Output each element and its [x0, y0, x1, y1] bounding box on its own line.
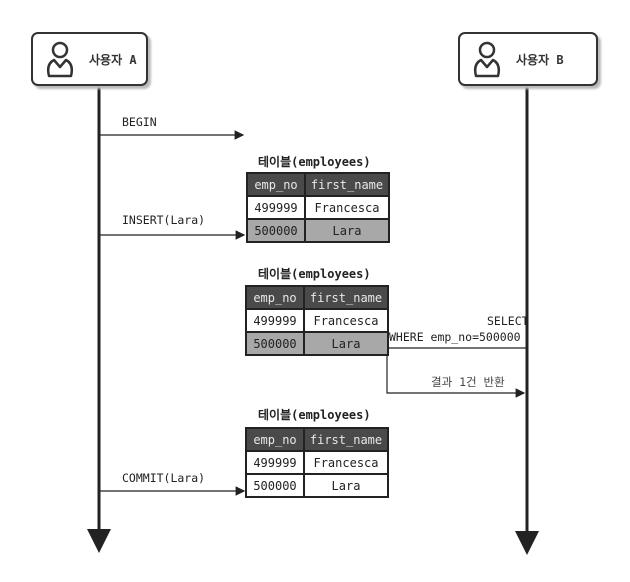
table-row: 499999 Francesca: [245, 308, 389, 333]
table-cell: Francesca: [303, 450, 389, 475]
employees-table-after-commit: emp_no first_name 499999 Francesca 50000…: [245, 427, 389, 498]
table-caption: 테이블(employees): [258, 408, 371, 422]
header-cell: emp_no: [245, 285, 305, 310]
employees-table-after-insert: emp_no first_name 499999 Francesca 50000…: [246, 172, 390, 243]
table-cell: 500000: [245, 473, 305, 498]
table-cell: 499999: [245, 450, 305, 475]
actor-label: 사용자 B: [516, 53, 564, 67]
table-row-highlighted: 500000 Lara: [246, 218, 390, 243]
select-link: [386, 348, 526, 398]
actor-label: 사용자 A: [89, 53, 137, 67]
select-label-line1: SELECT: [487, 314, 529, 328]
table-row: 499999 Francesca: [246, 195, 390, 220]
select-label-line2: WHERE emp_no=500000: [389, 330, 521, 344]
header-cell: first_name: [304, 172, 390, 197]
table-cell: 499999: [245, 308, 305, 333]
header-cell: first_name: [303, 427, 389, 452]
table-row: 500000 Lara: [245, 473, 389, 498]
result-label: 결과 1건 반환: [431, 375, 505, 389]
table-cell: Lara: [303, 331, 389, 356]
user-icon: [473, 41, 501, 78]
table-cell: Lara: [303, 473, 389, 498]
actor-user-a: 사용자 A: [31, 32, 148, 86]
header-cell: first_name: [303, 285, 389, 310]
actor-user-b: 사용자 B: [458, 32, 598, 86]
table-caption: 테이블(employees): [258, 155, 371, 169]
header-cell: emp_no: [245, 427, 305, 452]
table-row-highlighted: 500000 Lara: [245, 331, 389, 356]
table-caption: 테이블(employees): [258, 267, 371, 281]
table-header-row: emp_no first_name: [245, 285, 389, 310]
table-cell: 499999: [246, 195, 306, 220]
header-cell: emp_no: [246, 172, 306, 197]
table-cell: 500000: [246, 218, 306, 243]
table-row: 499999 Francesca: [245, 450, 389, 475]
commit-label: COMMIT(Lara): [122, 471, 206, 485]
table-cell: Francesca: [304, 195, 390, 220]
table-cell: Francesca: [303, 308, 389, 333]
table-cell: 500000: [245, 331, 305, 356]
user-icon: [46, 41, 74, 78]
table-header-row: emp_no first_name: [246, 172, 390, 197]
begin-label: BEGIN: [122, 115, 157, 129]
employees-table-during-select: emp_no first_name 499999 Francesca 50000…: [245, 285, 389, 356]
table-header-row: emp_no first_name: [245, 427, 389, 452]
table-cell: Lara: [304, 218, 390, 243]
insert-label: INSERT(Lara): [122, 213, 206, 227]
